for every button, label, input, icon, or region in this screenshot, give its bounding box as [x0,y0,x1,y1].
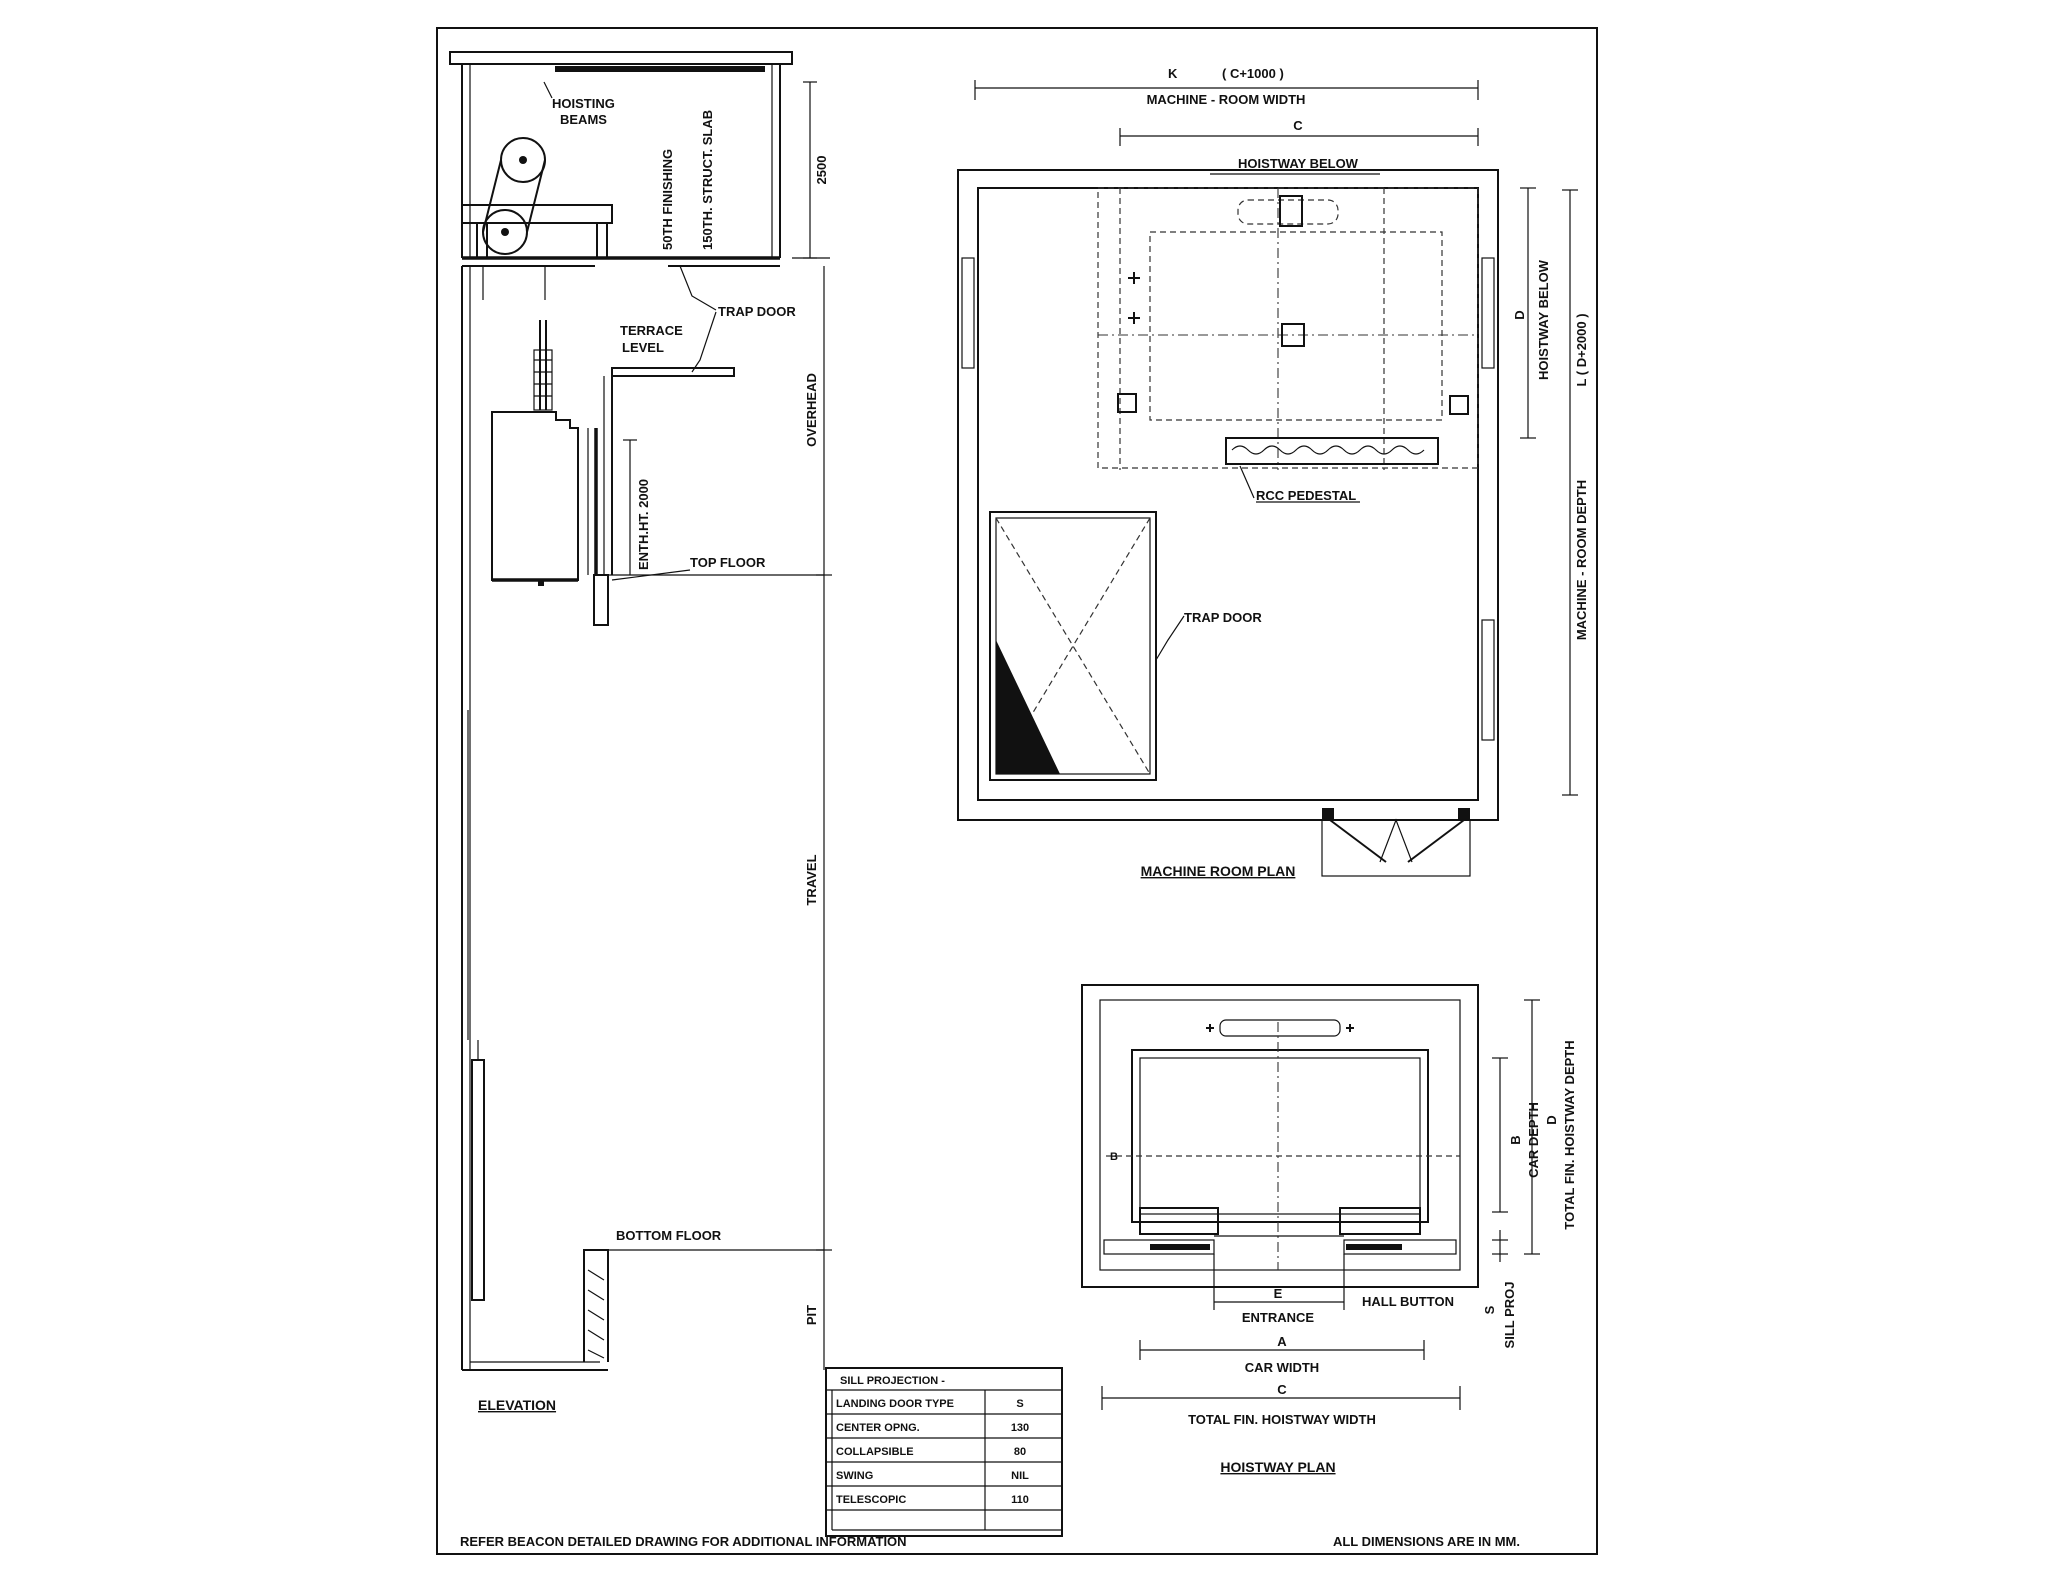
total-depth-label: TOTAL FIN. HOISTWAY DEPTH [1562,1040,1577,1229]
sill-row-value: S [1016,1398,1023,1410]
terrace-label: TERRACE [620,323,683,338]
trap-door-label-mr: TRAP DOOR [1184,610,1262,625]
governor-icon [1279,195,1303,227]
machine-room-depth-label: MACHINE - ROOM DEPTH [1574,480,1589,640]
trap-door-label-elev: TRAP DOOR [718,304,796,319]
c-label-hp: C [1277,1382,1287,1397]
total-width-label: TOTAL FIN. HOISTWAY WIDTH [1188,1412,1376,1427]
sill-row-label: CENTER OPNG. [836,1422,920,1434]
car-depth-label: CAR DEPTH [1526,1102,1541,1178]
car-width-label: CAR WIDTH [1245,1360,1319,1375]
c-label-mr: C [1293,118,1303,133]
sill-row-label: SWING [836,1470,873,1482]
bottom-floor-label: BOTTOM FLOOR [616,1228,722,1243]
machine-room-title: MACHINE ROOM PLAN [1141,863,1296,879]
sill-row-label: COLLAPSIBLE [836,1446,914,1458]
machine-room-width-label: MACHINE - ROOM WIDTH [1147,92,1306,107]
hoistway-plan: B E ENTRANCE HALL BUTTON A CAR WIDTH C T… [1081,984,1577,1475]
finishing-label: 50TH FINISHING [660,149,675,250]
elevation-section: 2500 HOISTING BEAMS 50TH FINISHING 150TH… [449,51,832,1413]
a-label: A [1277,1334,1287,1349]
e-label: E [1274,1286,1283,1301]
sill-proj-label: SILL PROJ [1502,1282,1517,1349]
s-label: S [1482,1305,1497,1314]
sill-row-value: 130 [1011,1422,1029,1434]
k-label: K [1168,66,1178,81]
sill-row-label: TELESCOPIC [836,1494,906,1506]
hoistway-below-side-label: HOISTWAY BELOW [1536,259,1551,380]
sill-row-value: NIL [1011,1470,1029,1482]
motor-icon [1281,323,1305,347]
hoistway-plan-title: HOISTWAY PLAN [1220,1459,1335,1475]
footer-left-note: REFER BEACON DETAILED DRAWING FOR ADDITI… [460,1534,907,1549]
hoistway-outline [1081,984,1479,1288]
hoistway-below-top-label: HOISTWAY BELOW [1238,156,1359,171]
entrance-label: ENTRANCE [1242,1310,1315,1325]
sill-table-heading: SILL PROJECTION - [840,1375,945,1387]
struct-slab-label: 150TH. STRUCT. SLAB [700,110,715,250]
top-floor-label: TOP FLOOR [690,555,766,570]
sill-row-value: 80 [1014,1446,1026,1458]
entrance-height-label: ENTH.HT. 2000 [636,479,651,570]
hall-button-label: HALL BUTTON [1362,1294,1454,1309]
sill-row-value: 110 [1011,1494,1029,1506]
d-label-mr: D [1512,310,1527,319]
pit-label: PIT [804,1305,819,1325]
sheet-border [436,27,1598,1555]
travel-label: TRAVEL [804,854,819,905]
rcc-pedestal-label: RCC PEDESTAL [1256,488,1356,503]
hoisting-beams-label-2: BEAMS [560,112,607,127]
overhead-label: OVERHEAD [804,373,819,447]
dim-2500-label: 2500 [814,156,829,185]
svg-text:B: B [1110,1151,1118,1163]
sill-row-label: LANDING DOOR TYPE [836,1398,954,1410]
machine-room-outline [957,169,1499,821]
terrace-label-2: LEVEL [622,340,664,355]
sill-projection-table: SILL PROJECTION - LANDING DOOR TYPE S CE… [825,1367,1063,1537]
car-outline [1131,1049,1429,1223]
footer-right-note: ALL DIMENSIONS ARE IN MM. [1333,1534,1520,1549]
lift-car [491,411,579,581]
d-label-hp: D [1544,1115,1559,1124]
rcc-pedestal [1225,437,1439,465]
l-formula: L ( D+2000 ) [1574,313,1589,386]
b-label: B [1508,1135,1523,1144]
k-formula: ( C+1000 ) [1222,66,1284,81]
machine-room-plan: K ( C+1000 ) MACHINE - ROOM WIDTH C HOIS… [957,66,1589,879]
counterweight [471,1059,485,1301]
trap-door [989,511,1157,781]
elevation-title: ELEVATION [478,1397,556,1413]
hoisting-beams-label: HOISTING [552,96,615,111]
